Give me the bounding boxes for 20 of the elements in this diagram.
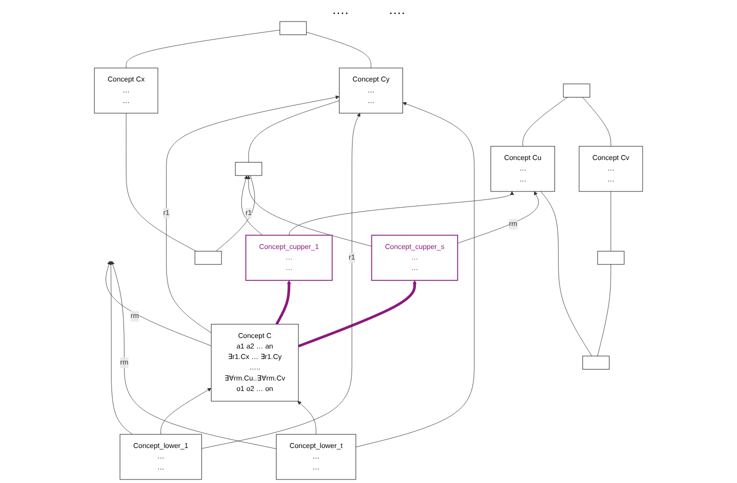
connector-line xyxy=(540,191,592,356)
connector-line xyxy=(597,264,612,356)
empty-class-box xyxy=(235,162,262,176)
connector-line xyxy=(306,32,372,68)
ellipsis-text: …. xyxy=(388,2,406,16)
connector-line xyxy=(126,30,280,68)
empty-class-box xyxy=(280,21,307,36)
arrow xyxy=(275,280,291,325)
connector-line xyxy=(582,96,612,147)
empty-class-box xyxy=(597,250,624,265)
arrow xyxy=(298,280,417,348)
connector-line xyxy=(216,175,255,252)
empty-class-box xyxy=(194,250,222,265)
connector-line xyxy=(610,191,612,252)
connector-line xyxy=(126,112,196,252)
connector-line xyxy=(248,100,340,162)
connector-line xyxy=(522,96,568,147)
ellipsis-text: …. xyxy=(332,2,348,16)
empty-class-box xyxy=(563,84,590,98)
empty-class-box xyxy=(582,356,610,370)
